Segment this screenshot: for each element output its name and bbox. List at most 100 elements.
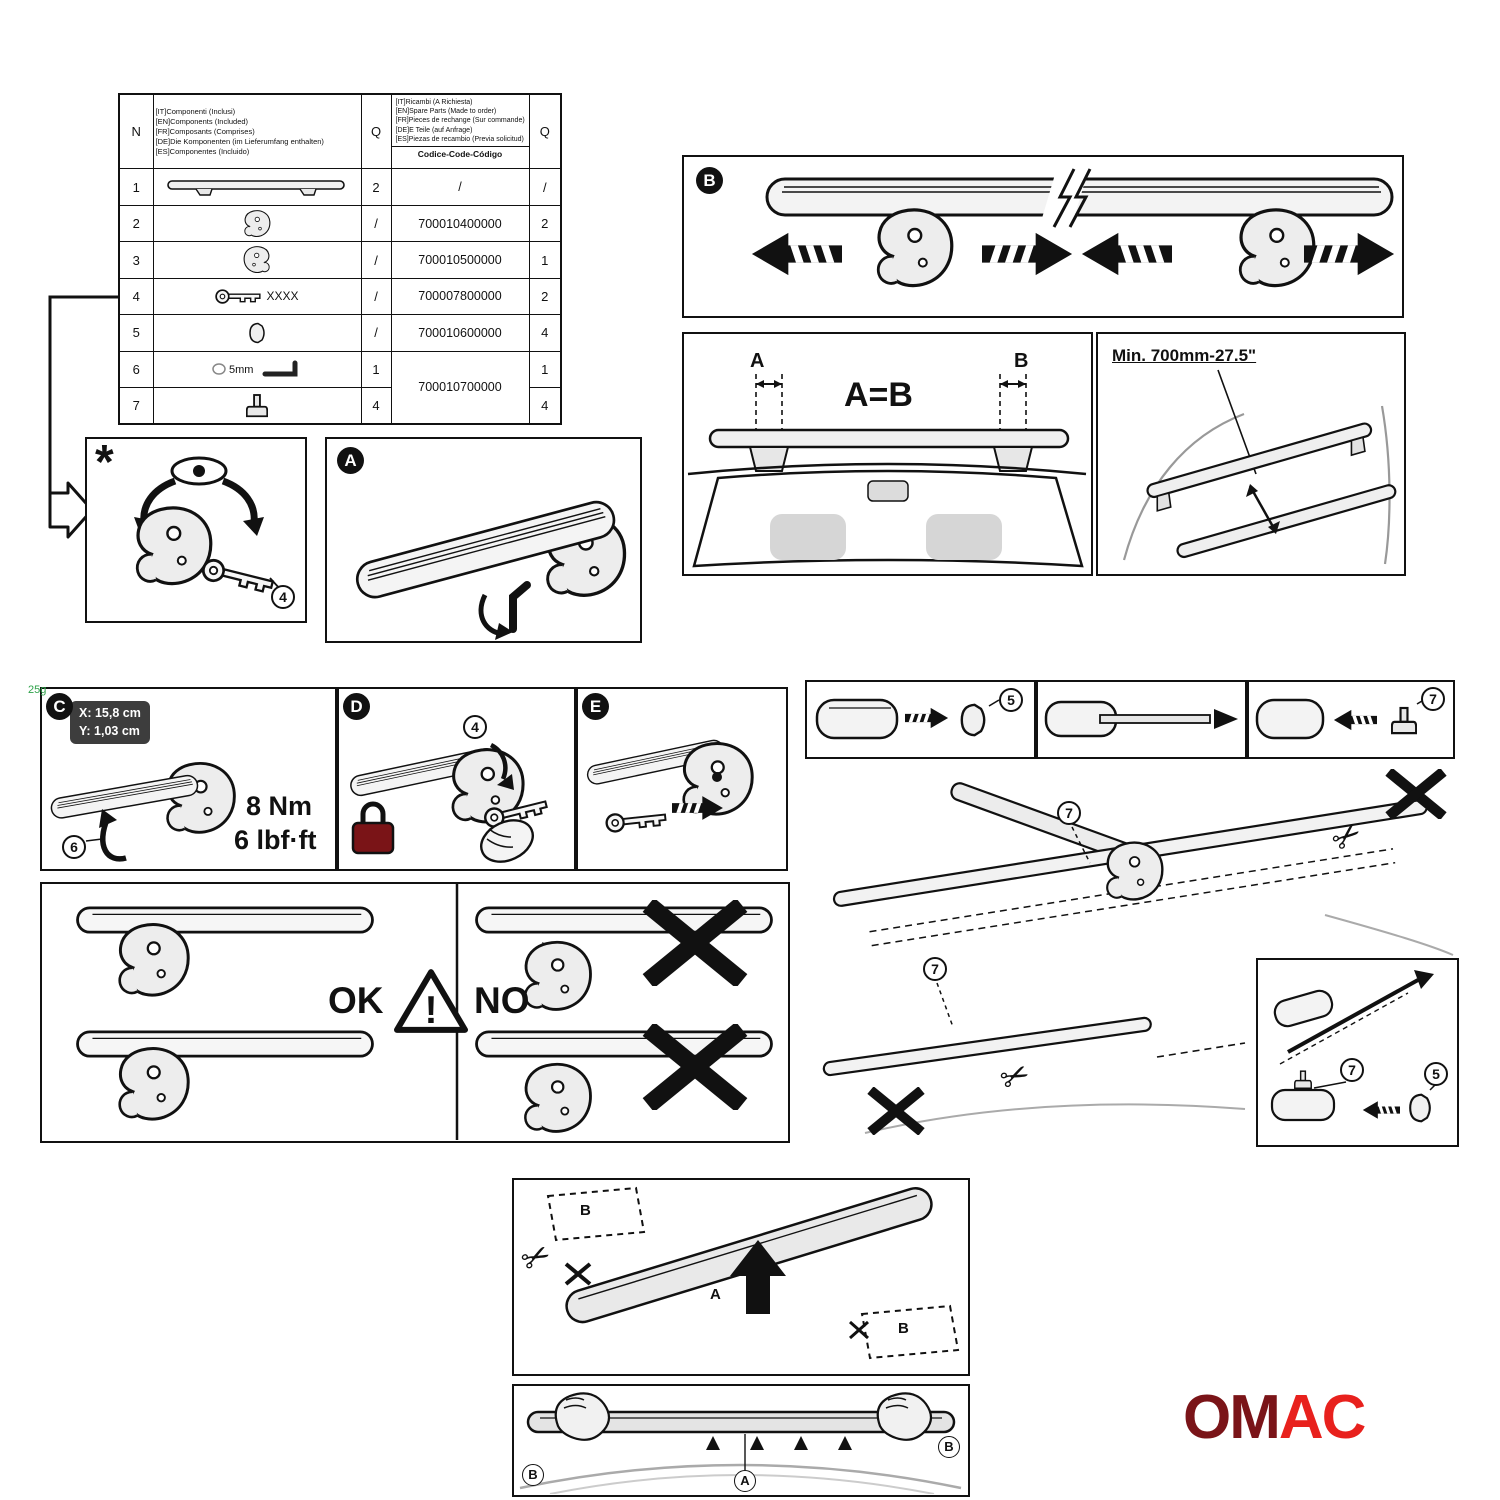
header-line: [IT]Componenti (Inclusi)	[155, 106, 236, 116]
header-line: [IT]Ricambi (A Richiesta)	[395, 99, 473, 106]
roof-rail-cut-illustration: ✂ ✂ 7 7	[805, 765, 1460, 1160]
part-ref-6: 6	[62, 835, 86, 859]
right-hand-icon	[876, 1392, 933, 1441]
qty-spare: 4	[528, 314, 562, 352]
step-badge-c: C	[46, 693, 73, 720]
qty-included: 2	[360, 168, 392, 206]
dim-a-label: A	[750, 350, 765, 372]
hand-icon	[480, 819, 534, 863]
allen-key-icon: 5mm	[212, 360, 298, 377]
ok-label: OK	[328, 980, 384, 1021]
table-header-row: N [IT]Componenti (Inclusi) [EN]Component…	[118, 93, 562, 170]
part-icon-cell	[152, 204, 362, 243]
header-line: [FR]Pieces de rechange (Sur commande)	[395, 117, 525, 125]
panel-tbolt-install: 7	[1247, 680, 1455, 759]
lock-key-illustration	[347, 742, 550, 863]
row-number: 4	[118, 277, 154, 316]
table-row-2: 2 / 700010400000 2	[118, 204, 562, 243]
col-header-q-included: Q	[360, 93, 392, 170]
qty-spare: 1	[528, 350, 562, 389]
cut-zone-b-label: B	[580, 1202, 591, 1219]
part-ref-7: 7	[1057, 801, 1081, 825]
brand-ac: AC	[1278, 1383, 1367, 1452]
table-row-3: 3 / 700010500000 1	[118, 241, 562, 279]
panel-rod-and-cap: 7 5	[1256, 958, 1459, 1147]
header-line: [ES]Piezas de recambio (Previa solicitud…	[395, 135, 524, 143]
header-line: [DE]Die Komponenten (im Lieferumfang ent…	[155, 136, 324, 146]
part-icon-cell: 5mm	[152, 350, 362, 389]
cross-bar-icon	[167, 180, 345, 196]
panel-reinforcement-rod	[1036, 680, 1247, 759]
panel-bar-placement: ✂ B A B	[512, 1178, 970, 1376]
qty-spare: /	[528, 168, 562, 206]
step-badge-a: A	[337, 447, 364, 474]
row-number: 6	[118, 350, 154, 389]
ref-a-center: A	[734, 1470, 756, 1492]
x-dimension: X: 15,8 cm	[79, 706, 141, 720]
left-hand-icon	[554, 1392, 611, 1441]
arrow-right-icon	[1214, 709, 1238, 729]
part-code: 700010400000	[390, 204, 530, 243]
part-ref-7: 7	[923, 957, 947, 981]
t-bolt-icon	[246, 393, 268, 417]
arrow-right-icon	[1304, 232, 1395, 276]
part-ref-7: 7	[1421, 687, 1445, 711]
row-number: 2	[118, 204, 154, 243]
no-label: NO	[474, 980, 530, 1021]
asterisk-marker: *	[95, 436, 114, 489]
svg-text:!: !	[425, 989, 438, 1032]
torque-illustration	[48, 761, 236, 862]
end-cap-icon	[1409, 1093, 1431, 1123]
key-code-placeholder: XXXX	[266, 289, 299, 304]
padlock-icon	[351, 801, 395, 855]
qty-spare: 1	[528, 241, 562, 279]
keyhole-icon	[712, 772, 722, 782]
brand-om: OM	[1183, 1383, 1281, 1452]
qty-spare: 4	[528, 387, 562, 425]
part-code: /	[390, 168, 530, 206]
key-insert-illustration	[584, 737, 754, 834]
qty-spare: 2	[528, 204, 562, 243]
header-line: [DE]E Teile (auf Anfrage)	[395, 126, 473, 134]
part-ref-4: 4	[463, 715, 487, 739]
mounting-foot-icon	[244, 209, 271, 237]
col-header-n: N	[118, 93, 154, 170]
ref-b-right: B	[938, 1436, 960, 1458]
panel-key-usage: * 4	[85, 437, 307, 623]
part-ref-5: 5	[1424, 1062, 1448, 1086]
panel-e-key-insert: E	[576, 687, 788, 871]
arrow-right-icon	[905, 707, 949, 729]
break-mark-icon	[1052, 168, 1076, 228]
panel-hands-placement: B A B	[512, 1384, 970, 1497]
col-header-spare: [IT]Ricambi (A Richiesta) [EN]Spare Part…	[390, 93, 530, 170]
qty-included: /	[360, 241, 392, 279]
col-header-included: [IT]Componenti (Inclusi) [EN]Components …	[152, 93, 362, 170]
stray-print-mark: 25g	[28, 684, 47, 696]
table-to-detail-connector	[48, 295, 118, 539]
panel-b-foot-positioning: B	[682, 155, 1404, 318]
part-code: 700007800000	[390, 277, 530, 316]
header-line: [EN]Components (Included)	[155, 116, 249, 126]
warning-triangle-icon: !	[394, 969, 468, 1033]
arrow-up-icon	[730, 1240, 786, 1314]
key-icon	[215, 289, 262, 304]
panel-end-cap-install: 5	[805, 680, 1036, 759]
t-bolt-icon	[1294, 1070, 1312, 1089]
part-code: 700010500000	[390, 241, 530, 279]
rod-illustration	[1044, 700, 1238, 738]
part-ref-5: 5	[999, 688, 1023, 712]
end-cap-icon	[960, 703, 986, 737]
code-column-label: Codice-Code-Código	[391, 146, 529, 161]
arrow-right-icon	[982, 232, 1073, 276]
panel-min-distance: Min. 700mm-27.5"	[1096, 332, 1406, 576]
part-icon-cell	[152, 168, 362, 206]
panel-c-torque: C X: 15,8 cm Y: 1,03 cm 8 Nm 6 lbf·ft 6	[40, 687, 337, 871]
y-dimension: Y: 1,03 cm	[79, 723, 140, 738]
row-number: 7	[118, 387, 154, 425]
qty-included: 1	[360, 350, 392, 389]
row-number: 5	[118, 314, 154, 352]
part-icon-cell: XXXX	[152, 277, 362, 316]
panel-d-lock: D 4	[337, 687, 576, 871]
panel-equal-spacing: A B A=B	[682, 332, 1093, 576]
